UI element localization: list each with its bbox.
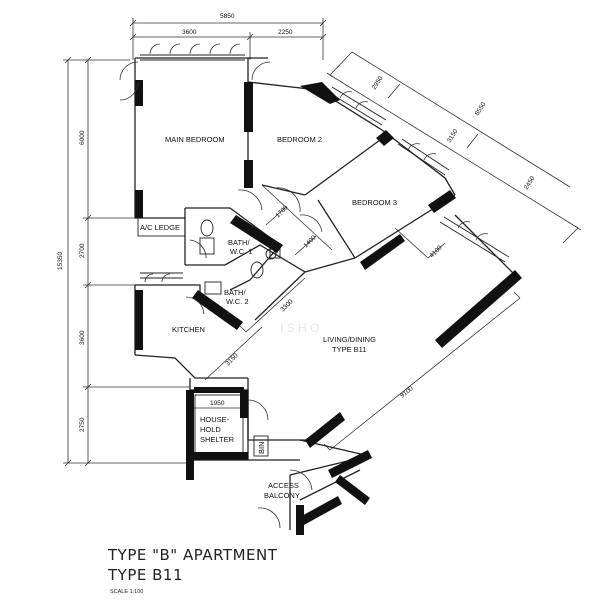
thick-walls bbox=[135, 80, 522, 535]
plan-title: TYPE "B" APARTMENT TYPE B11 SCALE 1:100 bbox=[107, 546, 278, 595]
label-bath-1-line2: W.C. 1 bbox=[230, 247, 253, 256]
label-ac-ledge: A/C LEDGE bbox=[140, 223, 180, 232]
label-access-line1: ACCESS bbox=[268, 481, 299, 490]
svg-text:I S H O: I S H O bbox=[280, 321, 319, 335]
dim-diag-2: 3150 bbox=[446, 128, 460, 144]
dim-top-left: 3600 bbox=[182, 29, 197, 36]
watermark: I S H O bbox=[280, 321, 319, 335]
dim-3150: 3150 bbox=[224, 352, 239, 367]
dim-left-total: 15350 bbox=[57, 252, 64, 270]
door-swings bbox=[119, 43, 489, 529]
label-bath-1-line1: BATH/ bbox=[228, 238, 250, 247]
dim-3300: 3300 bbox=[279, 298, 294, 313]
title-line-1: TYPE "B" APARTMENT bbox=[107, 546, 278, 564]
label-living-type: TYPE B11 bbox=[332, 345, 366, 354]
label-bath-2-line2: W.C. 2 bbox=[226, 297, 249, 306]
label-bedroom-3: BEDROOM 3 bbox=[352, 198, 397, 207]
dim-left-3: 3600 bbox=[79, 330, 86, 345]
scale-label: SCALE 1:100 bbox=[110, 589, 143, 595]
dim-9100: 9100 bbox=[399, 385, 415, 400]
dim-1700: 1700 bbox=[274, 204, 289, 219]
dim-diag-3: 2450 bbox=[523, 175, 537, 191]
dim-1950: 1950 bbox=[210, 400, 225, 407]
dim-diag-total: 8550 bbox=[474, 101, 488, 117]
dim-left-2: 2700 bbox=[79, 243, 86, 258]
label-bin: BIN bbox=[257, 441, 266, 454]
label-kitchen: KITCHEN bbox=[172, 325, 205, 334]
dim-diag-1: 2950 bbox=[371, 75, 385, 91]
label-access-line2: BALCONY bbox=[264, 491, 300, 500]
label-main-bedroom: MAIN BEDROOM bbox=[165, 135, 225, 144]
dim-left-4: 2750 bbox=[79, 417, 86, 432]
room-labels: MAIN BEDROOM BEDROOM 2 BEDROOM 3 A/C LED… bbox=[140, 135, 397, 500]
label-shelter-line1: HOUSE- bbox=[200, 415, 230, 424]
label-bedroom-2: BEDROOM 2 bbox=[277, 135, 322, 144]
dimension-lines bbox=[63, 18, 582, 467]
label-shelter-line2: HOLD bbox=[200, 425, 221, 434]
label-shelter-line3: SHELTER bbox=[200, 435, 235, 444]
title-line-2: TYPE B11 bbox=[107, 566, 183, 584]
dimension-labels: 5850 3600 2250 15350 6000 2700 3600 2750… bbox=[57, 13, 537, 432]
label-living-dining: LIVING/DINING bbox=[323, 335, 376, 344]
dim-left-1: 6000 bbox=[79, 130, 86, 145]
label-bath-2-line1: BATH/ bbox=[224, 288, 246, 297]
dim-top-right: 2250 bbox=[278, 29, 293, 36]
dim-top-total: 5850 bbox=[220, 13, 235, 20]
